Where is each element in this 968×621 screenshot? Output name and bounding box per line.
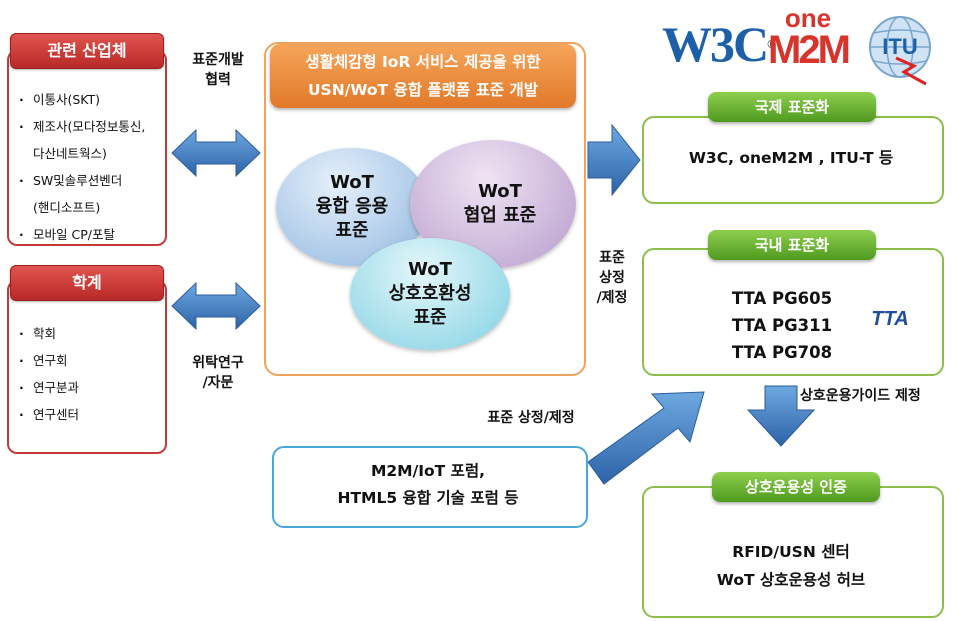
w3c-registered-mark: ® xyxy=(767,37,777,51)
std-make-label: 표준 상정 /제정 xyxy=(586,248,638,308)
industry-item: SW및솔루션벤더 xyxy=(7,167,167,194)
forum-text: M2M/IoT 포럼, HTML5 융합 기술 포럼 등 xyxy=(272,458,584,512)
w3c-logo: W3C® xyxy=(662,14,776,74)
center-title-line1: 생활체감형 IoR 서비스 제공을 위한 xyxy=(305,53,541,71)
industry-item: 다산네트웍스) xyxy=(33,146,107,161)
industry-item: (핸디소프트) xyxy=(33,200,101,215)
center-title-line2: USN/WoT 융합 플랫폼 표준 개발 xyxy=(307,81,539,99)
coop-label-line2: 협력 xyxy=(205,72,231,88)
cert-line2: WoT 상호운용성 허브 xyxy=(716,571,866,589)
academia-title: 학계 xyxy=(10,265,164,301)
consult-label-line2: /자문 xyxy=(202,375,234,391)
ellipse3-line3: 표준 xyxy=(413,307,447,328)
coop-label: 표준개발 협력 xyxy=(168,50,268,90)
arrow-to-international xyxy=(587,123,641,197)
ellipse-collaboration-standard: WoT 협업 표준 xyxy=(410,140,576,268)
onem2m-logo-bottom: M2M xyxy=(768,28,851,72)
ellipse1-line2: 융합 응용 xyxy=(315,196,389,217)
std-make-line1: 표준 xyxy=(599,250,625,266)
consult-label: 위탁연구 /자문 xyxy=(168,353,268,393)
certification-body: RFID/USN 센터 WoT 상호운용성 허브 xyxy=(642,538,940,594)
coop-label-line1: 표준개발 xyxy=(192,52,244,68)
ellipse1-line1: WoT xyxy=(330,172,374,193)
itu-logo-text: ITU xyxy=(882,34,918,59)
domestic-body: TTA PG605 TTA PG311 TTA PG708 xyxy=(712,285,852,366)
arrow-forum-to-domestic xyxy=(587,391,705,485)
industry-item: 제조사(모다정보통신, xyxy=(7,113,167,140)
ellipse1-line3: 표준 xyxy=(335,220,369,241)
industry-title: 관련 산업체 xyxy=(10,33,164,69)
international-body: W3C, oneM2M , ITU-T 등 xyxy=(688,149,894,167)
center-project-title: 생활체감형 IoR 서비스 제공을 위한 USN/WoT 융합 플랫폼 표준 개… xyxy=(270,44,576,108)
academia-item: 학회 xyxy=(7,320,167,347)
std-make-line3: /제정 xyxy=(596,290,628,306)
forum-box xyxy=(272,446,588,528)
academia-items: 학회 연구회 연구분과 연구센터 xyxy=(7,320,167,428)
guide-label: 상호운용가이드 제정 xyxy=(800,388,921,404)
domestic-box xyxy=(642,248,944,376)
onem2m-logo: one M2M xyxy=(760,3,856,72)
ellipse3-line2: 상호호환성 xyxy=(388,283,472,304)
industry-item: 이통사(SKT) xyxy=(7,86,167,113)
domestic-line3: TTA PG708 xyxy=(731,343,833,362)
certification-box xyxy=(642,486,944,618)
arrow-down-guide xyxy=(746,385,816,447)
ellipse3-line1: WoT xyxy=(408,259,452,280)
cert-line1: RFID/USN 센터 xyxy=(732,543,850,561)
industry-items: 이통사(SKT) 제조사(모다정보통신, 다산네트웍스) SW및솔루션벤더 (핸… xyxy=(7,86,167,248)
ellipse2-line1: WoT xyxy=(478,181,522,202)
academia-item: 연구회 xyxy=(7,347,167,374)
certification-title: 상호운용성 인증 xyxy=(712,472,880,502)
domestic-title: 국내 표준화 xyxy=(708,230,876,260)
industry-item: 모바일 CP/포탈 xyxy=(7,221,167,248)
double-arrow-industry xyxy=(171,128,261,178)
itu-logo-icon xyxy=(869,16,931,86)
w3c-logo-text: W3C xyxy=(662,16,769,72)
std-make-line2: 상정 xyxy=(599,270,625,286)
consult-label-line1: 위탁연구 xyxy=(192,355,244,371)
double-arrow-academia xyxy=(171,281,261,331)
onem2m-logo-top: one xyxy=(784,3,832,33)
forum-line1: M2M/IoT 포럼, xyxy=(370,462,486,480)
domestic-line2: TTA PG311 xyxy=(731,316,833,335)
std-submit-label: 표준 상정/제정 xyxy=(487,410,575,426)
international-title: 국제 표준화 xyxy=(708,92,876,122)
domestic-line1: TTA PG605 xyxy=(731,289,833,308)
ellipse-interoperability-standard: WoT 상호호환성 표준 xyxy=(350,238,510,350)
tta-logo-text: TTA xyxy=(871,308,909,330)
forum-line2: HTML5 융합 기술 포럼 등 xyxy=(337,489,519,507)
academia-item: 연구분과 xyxy=(7,374,167,401)
ellipse2-line2: 협업 표준 xyxy=(463,205,537,226)
academia-item: 연구센터 xyxy=(7,401,167,428)
